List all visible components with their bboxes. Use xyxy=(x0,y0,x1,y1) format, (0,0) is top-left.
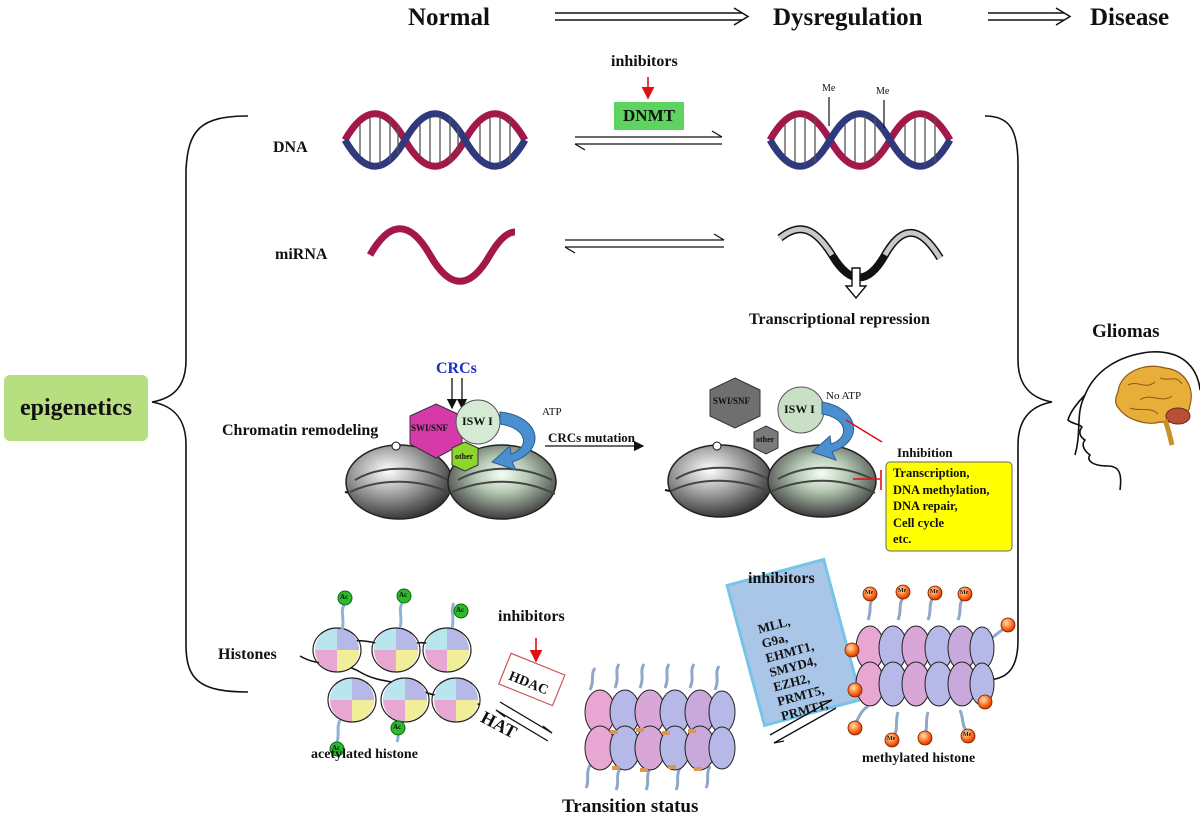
nucleosome-mutated-2 xyxy=(767,444,877,518)
me-mark: Me xyxy=(898,588,907,594)
hdac-inhibitors-label: inhibitors xyxy=(498,608,565,625)
no-atp-label: No ATP xyxy=(826,390,862,402)
mirna-strand-dysregulated xyxy=(777,225,944,282)
inhibition-effects-list: Transcription, DNA methylation, DNA repa… xyxy=(893,465,990,548)
effect-item: Transcription, xyxy=(893,466,970,480)
methylated-histone-stack xyxy=(844,584,1016,748)
no-atp-block xyxy=(845,419,883,443)
dnmt-inhibitors-label: inhibitors xyxy=(611,53,678,70)
me-mark: Me xyxy=(960,590,969,596)
isw1-label-mutated: ISW I xyxy=(784,402,815,416)
header-arrow-2 xyxy=(988,7,1072,26)
swi-snf-label-mutated: SWI/SNF xyxy=(713,396,751,406)
crcs-arrows xyxy=(446,378,468,410)
ac-mark: Ac xyxy=(399,591,408,599)
other-label-mutated: other xyxy=(756,435,775,444)
dna-equilibrium-arrows xyxy=(574,130,723,151)
crcs-mutation-label: CRCs mutation xyxy=(548,430,636,445)
atp-label: ATP xyxy=(542,406,562,418)
dna-me-mark-2: Me xyxy=(876,86,890,97)
ac-mark: Ac xyxy=(456,606,465,614)
left-brace xyxy=(151,115,249,693)
header-disease: Disease xyxy=(1090,4,1170,31)
transition-status-label: Transition status xyxy=(562,796,699,817)
effect-item: DNA methylation, xyxy=(893,482,990,497)
brain-icon xyxy=(1115,365,1192,446)
header-arrow-1 xyxy=(555,7,750,26)
effect-item: DNA repair, xyxy=(893,499,958,513)
other-complex-mutated xyxy=(753,425,779,455)
swi-snf-complex-mutated xyxy=(709,377,761,429)
methyltransferase-box xyxy=(725,557,864,728)
methylation-arrows xyxy=(769,699,837,744)
atp-arrow-mutated xyxy=(811,401,855,461)
epigenetics-label: epigenetics xyxy=(4,375,148,441)
me-mark: Me xyxy=(865,590,874,596)
crcs-label: CRCs xyxy=(436,360,477,377)
me-mark: Me xyxy=(887,736,896,742)
header-dysregulation: Dysregulation xyxy=(773,4,923,31)
dna-helix-normal xyxy=(341,110,529,170)
acetylated-histone-cluster xyxy=(299,588,481,757)
gliomas-label: Gliomas xyxy=(1092,321,1160,342)
dna-me-mark-1: Me xyxy=(822,83,836,94)
ac-mark: Ac xyxy=(393,723,402,731)
hdac-box xyxy=(497,652,566,707)
acetylated-histone-label: acetylated histone xyxy=(311,747,418,762)
nucleosome-mutated-1 xyxy=(667,441,773,518)
chromatin-remodeling-label: Chromatin remodeling xyxy=(222,422,379,439)
methylated-histone-label: methylated histone xyxy=(862,751,976,766)
isw1-label-normal: ISW I xyxy=(462,414,493,428)
mirna-label: miRNA xyxy=(275,246,328,263)
ac-mark: Ac xyxy=(332,744,341,752)
me-mark: Me xyxy=(930,589,939,595)
transcriptional-repression-label: Transcriptional repression xyxy=(749,311,930,328)
hdac-hat-arrows xyxy=(495,701,553,742)
mirna-strand-normal xyxy=(366,225,516,285)
methyl-inhibitors-label: inhibitors xyxy=(748,570,815,587)
head-silhouette-icon xyxy=(1067,351,1200,491)
header-normal: Normal xyxy=(408,4,490,31)
dna-helix-methylated xyxy=(766,97,954,170)
ac-mark: Ac xyxy=(340,593,349,601)
other-complex-normal xyxy=(451,441,479,472)
inhibition-bar xyxy=(853,470,882,490)
inhibition-effects-box xyxy=(885,461,1013,552)
other-label-normal: other xyxy=(455,452,474,461)
atp-arrow-normal xyxy=(491,411,536,471)
effect-item: Cell cycle xyxy=(893,515,945,530)
right-brace xyxy=(984,115,1053,681)
dna-label: DNA xyxy=(273,139,308,156)
repression-arrow xyxy=(844,267,868,300)
swi-snf-label-normal: SWI/SNF xyxy=(411,423,449,433)
inhibition-label: Inhibition xyxy=(897,445,953,460)
dnmt-box: DNMT xyxy=(614,102,684,130)
nucleosome-normal-1 xyxy=(345,441,453,520)
histones-label: Histones xyxy=(218,646,277,663)
effect-item: etc. xyxy=(893,532,912,546)
transition-nucleosome-stack xyxy=(584,663,736,791)
me-mark: Me xyxy=(963,732,972,738)
mirna-equilibrium-arrows xyxy=(564,233,725,254)
